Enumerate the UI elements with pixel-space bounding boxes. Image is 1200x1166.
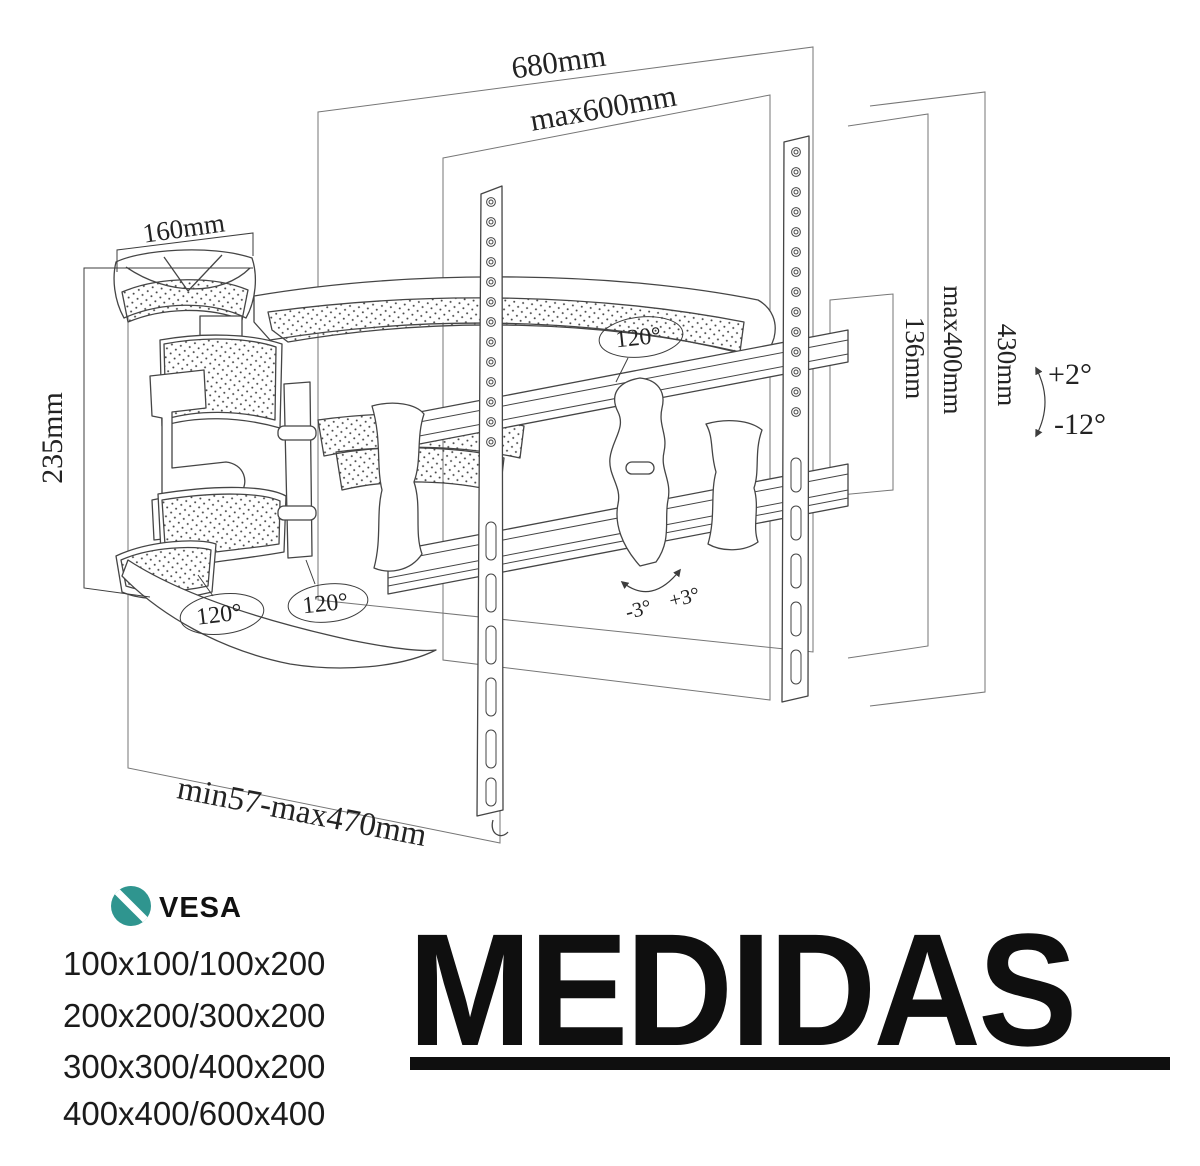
dim-label-max600: max600mm [527,78,679,138]
footer-section: VESA 100x100/100x200 200x200/300x200 300… [0,870,1200,1166]
dim-bracket-160 [116,232,254,272]
level-arc [620,568,681,593]
vesa-logo-icon [111,886,151,926]
rail-left-slots [485,521,497,807]
level-left-label: -3° [623,594,654,624]
swivel-angle-label-3: 120° [614,323,662,354]
vesa-size-row: 100x100/100x200 [63,945,326,982]
mount-artwork [113,135,849,837]
dimension-annotations: 160mm 235mm 680mm max600mm 136mm max400m… [36,38,1106,854]
tilt-arc [1035,366,1046,438]
vesa-size-row: 300x300/400x200 [63,1048,326,1085]
vesa-header: VESA [55,886,305,930]
tilt-down-label: -12° [1054,408,1106,441]
bottom-sweep [121,559,437,669]
panel-430 [869,91,986,707]
vesa-label: VESA [159,892,242,924]
rail-left-holes [486,197,496,447]
swivel-callout-2: 120° [287,559,369,623]
hinge-column [283,381,313,559]
rail-right-holes [791,147,801,417]
vesa-size-row: 200x200/300x200 [63,997,326,1034]
panel-max600 [442,94,771,701]
rail-right-slots [790,457,802,685]
right-clamp [705,419,763,551]
swivel-angle-label-2: 120° [301,589,349,620]
swivel-angle-label-1: 120° [195,599,243,630]
dim-label-235: 235mm [36,392,69,484]
vesa-rail-right [781,135,810,703]
tilt-up-label: +2° [1048,358,1092,391]
sheet-title-block: MEDIDAS [408,910,1173,1070]
sheet-title: MEDIDAS [408,900,1077,1079]
dim-label-max400: max400mm [938,286,968,415]
dim-label-680: 680mm [509,38,608,86]
level-right-label: +3° [666,582,702,613]
dim-label-430: 430mm [992,324,1022,407]
dim-label-extension: min57-max470mm [174,770,430,854]
vesa-rail-left [476,185,509,837]
dim-label-136: 136mm [900,317,930,400]
top-cap-dotted-band [121,279,249,323]
panel-680 [317,46,814,653]
center-clamp-slot [625,461,655,475]
mount-technical-drawing: 160mm 235mm 680mm max600mm 136mm max400m… [36,38,1106,854]
arm-end-bracket [371,402,425,572]
box-136 [829,293,894,497]
dim-label-160: 160mm [141,207,227,248]
dimension-panels [127,46,986,844]
vesa-size-row: 400x400/600x400 [63,1095,326,1132]
hinge-collar-upper [277,425,317,441]
rail-right-body [781,135,810,703]
panel-max400 [847,113,929,659]
title-underline [410,1057,1170,1070]
hinge-collar-lower [277,505,317,521]
rail-left-clip [491,819,509,837]
swivel-callout-1: 120° [179,574,265,636]
top-cap-neck [199,315,243,337]
swivel-callout-3: 120° [598,316,684,383]
dim-bracket-235 [83,267,253,598]
vesa-logo-stripe [111,886,151,926]
